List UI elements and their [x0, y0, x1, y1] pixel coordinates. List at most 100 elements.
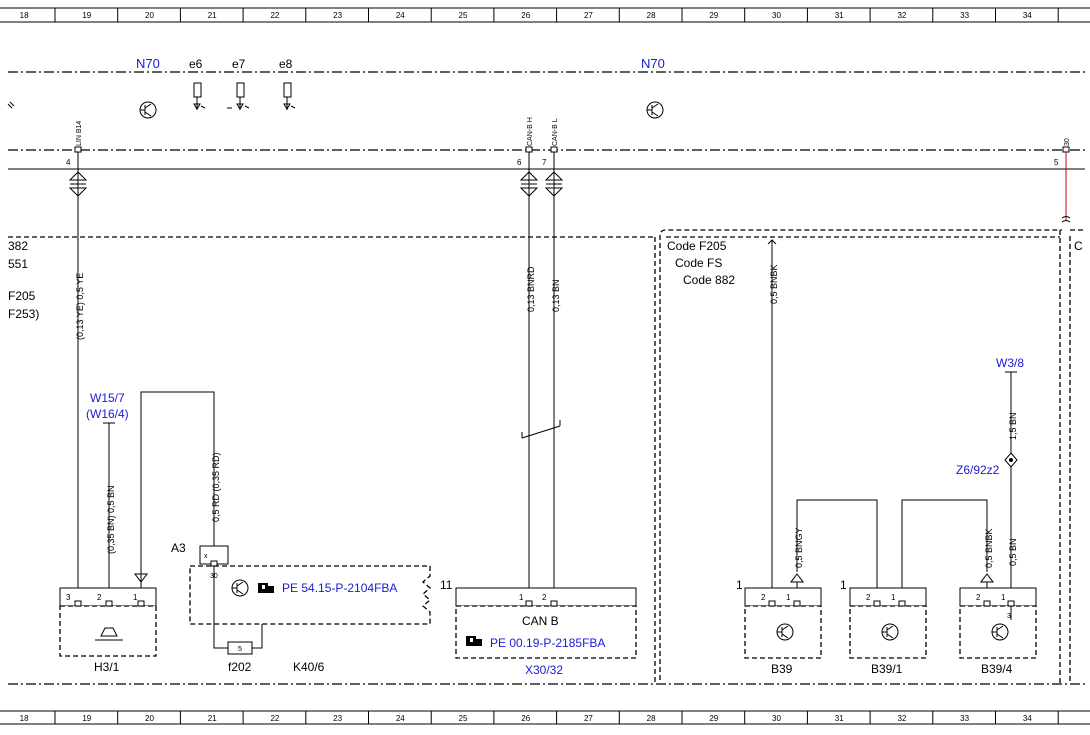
ruler-column-label: 25: [459, 714, 468, 723]
ruler-column-label: 24: [396, 11, 405, 20]
w15-7-label: W15/7: [90, 391, 125, 405]
ruler-column-label: 18: [20, 714, 29, 723]
svg-text:1: 1: [891, 593, 896, 602]
svg-text:3: 3: [66, 593, 71, 602]
svg-text:2: 2: [97, 593, 102, 602]
plug-connector-icon: [544, 171, 564, 197]
svg-text:5: 5: [1054, 158, 1059, 167]
e7-label: e7: [232, 57, 246, 71]
ground-arrow-icon: [134, 573, 148, 583]
can-l-wire-label: 0,13 BN: [551, 279, 561, 312]
ruler-column-label: 31: [835, 714, 844, 723]
w3-8-label: W3/8: [996, 356, 1024, 370]
lin-wire-label: (0,13 YE) 0,5 YE: [75, 273, 85, 340]
b39-sensor: 2 1: [744, 587, 822, 659]
ruler-column-label: 29: [709, 714, 718, 723]
top-ruler: [0, 7, 1090, 23]
e6-label: e6: [189, 57, 203, 71]
ruler-column-label: 28: [647, 714, 656, 723]
pe-k40-reference[interactable]: PE 54.15-P-2104FBA: [282, 581, 397, 595]
svg-text:CAN-B L: CAN-B L: [552, 118, 559, 146]
b394-inner-pin: 3: [1007, 613, 1011, 620]
plug-connector-icon: [519, 171, 539, 197]
x30-32-component: 1 2 CAN B PE 00.19-P-2185FBA: [455, 587, 637, 659]
ruler-column-label: 23: [333, 714, 342, 723]
ruler-column-label: 25: [459, 11, 468, 20]
x30-32-label: X30/32: [525, 663, 563, 677]
ruler-column-label: 33: [960, 11, 969, 20]
b391-b394-wire: [901, 499, 988, 594]
x-pin-label: x: [204, 553, 208, 560]
pin-30-connector: 30 5: [1054, 138, 1071, 167]
ruler-column-label: 22: [270, 11, 279, 20]
ruler-column-label: 21: [208, 11, 217, 20]
plug-connector-icon: [68, 171, 88, 197]
b39-4-label: B39/4: [981, 662, 1013, 676]
code-882: Code 882: [683, 273, 735, 287]
ruler-column-label: 34: [1023, 11, 1032, 20]
can-b-l-connector: CAN-B L 7: [542, 118, 559, 167]
bn-wire-label: (0,35 BN) 0,5 BN: [106, 485, 116, 554]
svg-text:30: 30: [1064, 138, 1071, 146]
ruler-column-label: 26: [521, 714, 530, 723]
can-b-label: CAN B: [522, 614, 559, 628]
ruler-column-label: 22: [270, 714, 279, 723]
transistor-sensor-icon: [776, 623, 794, 641]
ruler-column-label: 31: [835, 11, 844, 20]
ruler-column-label: 34: [1023, 714, 1032, 723]
horn-icon: [95, 627, 123, 641]
f202-label: f202: [228, 660, 252, 674]
lin-b14-connector: LIN B14 4: [66, 121, 83, 167]
hand-pointer-icon: [258, 583, 274, 593]
svg-text:6: 6: [517, 158, 522, 167]
ruler-column-label: 28: [647, 11, 656, 20]
svg-text:2: 2: [976, 593, 981, 602]
bn15-label: 1,5 BN: [1008, 412, 1018, 440]
a3-label: A3: [171, 541, 186, 555]
left-code-551: 551: [8, 257, 28, 271]
ruler-column-label: 30: [772, 11, 781, 20]
left-code-f253: F253): [8, 307, 39, 321]
transistor-sensor-icon: [646, 101, 664, 119]
e8-label: e8: [279, 57, 293, 71]
bngy-wire: [796, 499, 878, 594]
twisted-pair-mark: [521, 425, 561, 439]
n70-label-right: N70: [641, 56, 665, 71]
b39-4-sensor: 2 1 3: [959, 587, 1037, 659]
svg-text:1: 1: [133, 593, 138, 602]
transistor-sensor-icon: [139, 101, 157, 119]
transistor-sensor-icon: [991, 623, 1009, 641]
ground-arrow-icon: [980, 573, 994, 583]
ruler-column-label: 32: [897, 11, 906, 20]
wire-end-icon: [767, 239, 777, 248]
h3-1-label: H3/1: [94, 660, 120, 674]
transistor-sensor-icon: [231, 579, 249, 597]
ruler-column-label: 24: [396, 714, 405, 723]
bnbk-b394-label: 0,5 BNBK: [984, 528, 994, 568]
svg-text:LIN B14: LIN B14: [76, 121, 83, 146]
svg-text:1: 1: [786, 593, 791, 602]
b39-number: 1: [736, 578, 743, 592]
ruler-column-label: 18: [20, 11, 29, 20]
left-code-382: 382: [8, 239, 28, 253]
break-mark-icon: [7, 101, 15, 109]
fuse-icon: [227, 641, 253, 655]
ruler-column-label: 19: [82, 11, 91, 20]
n70-label-left: N70: [136, 56, 160, 71]
pe-x30-reference[interactable]: PE 00.19-P-2185FBA: [490, 636, 605, 650]
e6-lamp-icon: [193, 82, 206, 110]
ground-arrow-icon: [790, 573, 804, 583]
w16-4-label: (W16/4): [86, 407, 129, 421]
bottom-ruler: [0, 710, 1090, 725]
ruler-column-label: 23: [333, 11, 342, 20]
svg-text:1: 1: [1001, 593, 1006, 602]
k40-6-boundary: [189, 565, 431, 625]
ruler-column-label: 27: [584, 11, 593, 20]
code-c-right: C: [1074, 239, 1083, 253]
h3-1-component: 3 2 1 H3/1: [59, 587, 157, 674]
fuse-number: 5: [238, 646, 242, 653]
bnbk-top-label: 0,5 BNBK: [769, 264, 779, 304]
ruler-column-label: 33: [960, 714, 969, 723]
rd-wire-label: 0,5 RD (0,35 RD): [211, 452, 221, 522]
